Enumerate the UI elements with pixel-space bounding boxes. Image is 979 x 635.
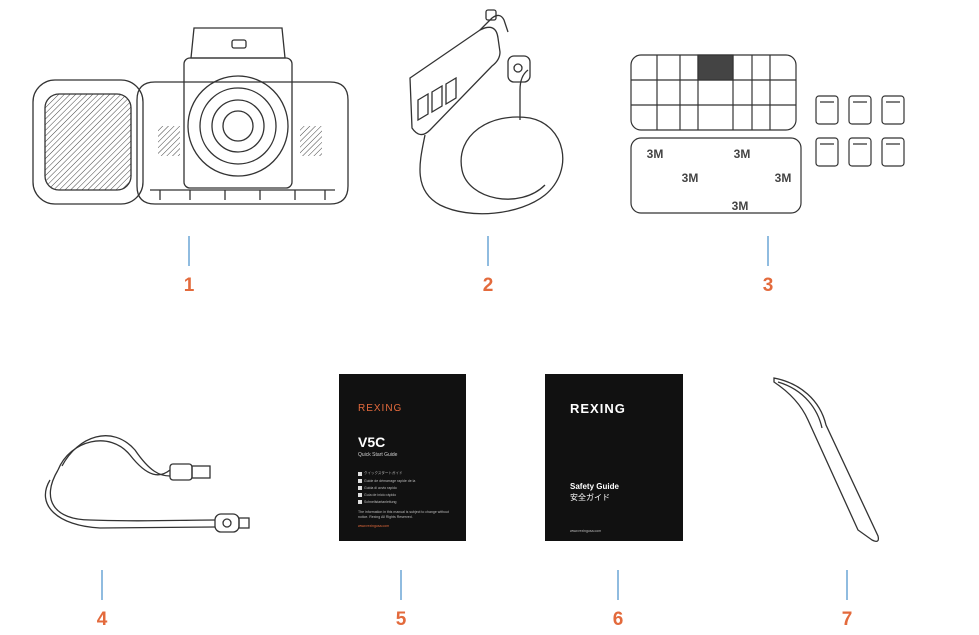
qsg-language-item: クイックスタートガイド	[358, 470, 415, 477]
adhesive-mounts-illustration	[630, 54, 905, 214]
qsg-language-item: Guida di avvio rapido	[358, 484, 415, 491]
adhesive-label-2: 3M	[734, 147, 751, 161]
adhesive-label-5: 3M	[732, 199, 749, 213]
qsg-language-item: Schnellstartanleitung	[358, 498, 415, 505]
item-number-2: 2	[483, 275, 494, 296]
item-number-3: 3	[763, 275, 774, 296]
sg-title: Safety Guide	[570, 482, 619, 491]
item-number-7: 7	[842, 609, 853, 630]
qsg-note: The information in this manual is subjec…	[358, 510, 449, 519]
qsg-language-item: Guide de démarrage rapide de la	[358, 477, 415, 484]
car-charger-illustration	[409, 9, 564, 215]
qsg-languages: クイックスタートガイド Guide de démarrage rapide de…	[358, 470, 415, 505]
item-number-6: 6	[613, 609, 624, 630]
pry-tool-illustration	[773, 377, 880, 542]
qsg-language-label: Guida di avvio rapido	[364, 485, 397, 490]
adhesive-label-4: 3M	[775, 171, 792, 185]
qsg-title: Quick Start Guide	[358, 452, 398, 458]
qsg-model: V5C	[358, 434, 386, 450]
adhesive-label-3: 3M	[682, 171, 699, 185]
item-number-4: 4	[97, 609, 108, 630]
qsg-language-item: Guía de inicio rápido	[358, 491, 415, 498]
item-number-1: 1	[184, 275, 195, 296]
qsg-language-label: Guide de démarrage rapide de la	[364, 478, 416, 483]
sg-brand: REXING	[570, 401, 626, 416]
adhesive-label-1: 3M	[647, 147, 664, 161]
qsg-language-label: Guía de inicio rápido	[364, 492, 397, 497]
item-number-5: 5	[396, 609, 407, 630]
dash-cam-illustration	[32, 27, 349, 205]
usb-cable-illustration	[44, 435, 250, 533]
quick-start-guide-booklet: REXING V5C Quick Start Guide クイックスタートガイド…	[339, 374, 466, 541]
qsg-brand: REXING	[358, 403, 403, 414]
sg-website: www.rexingusa.com	[570, 529, 602, 533]
qsg-language-label: Schnellstartanleitung	[364, 499, 397, 504]
safety-guide-booklet: REXING Safety Guide 安全ガイド www.rexingusa.…	[545, 374, 683, 541]
adhesive-tabs	[815, 95, 905, 167]
sg-title-jp: 安全ガイド	[570, 493, 610, 502]
qsg-language-label: クイックスタートガイド	[364, 471, 403, 475]
leader-lines	[101, 236, 848, 600]
qsg-website: www.rexingusa.com	[358, 524, 390, 528]
